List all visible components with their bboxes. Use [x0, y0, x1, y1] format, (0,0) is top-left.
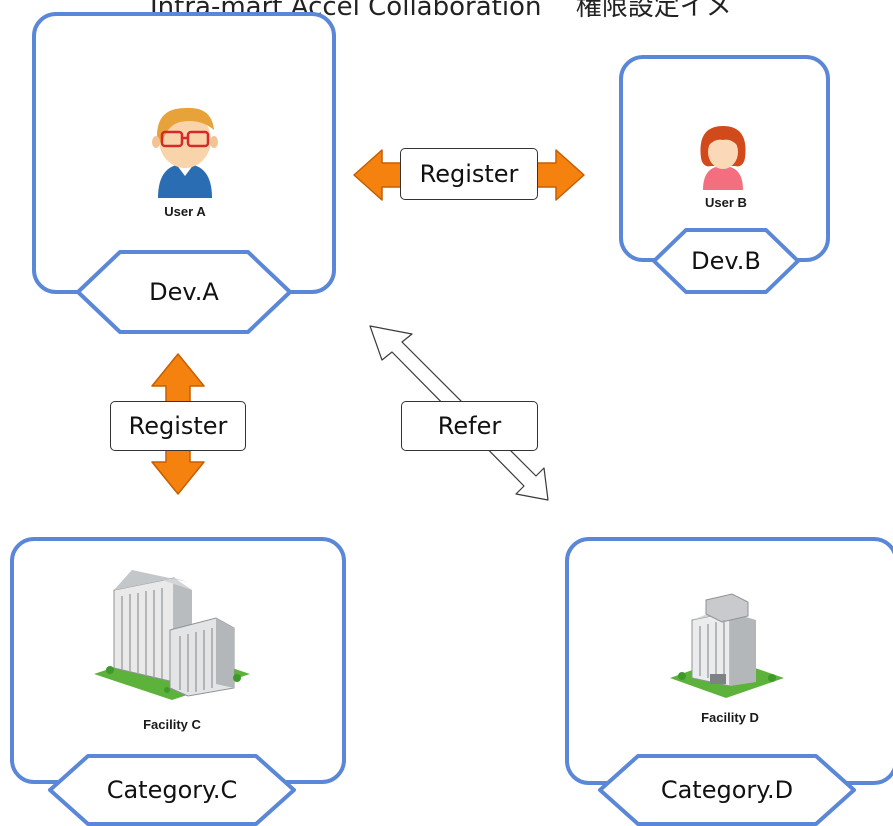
user-male-glasses-icon: [152, 107, 218, 198]
tag-category-c-label: Category.C: [106, 776, 238, 804]
tag-dev-a-label: Dev.A: [149, 278, 219, 306]
tag-category-d-label: Category.D: [660, 776, 794, 804]
office-building-large-icon: [94, 570, 250, 700]
office-building-small-icon: [670, 593, 784, 698]
tag-dev-a: Dev.A: [76, 250, 292, 334]
hexagon-shape: [652, 228, 800, 294]
relation-register-dev-b-label: Register: [400, 148, 538, 200]
tag-dev-b: Dev.B: [652, 228, 800, 294]
user-b-label: User B: [705, 195, 747, 210]
tag-category-d: Category.D: [598, 754, 856, 826]
tag-dev-b-label: Dev.B: [691, 247, 761, 275]
relation-register-category-c-label: Register: [110, 401, 246, 451]
user-female-icon: [700, 126, 746, 190]
user-a-label: User A: [164, 204, 206, 219]
tag-category-c: Category.C: [48, 754, 296, 826]
facility-c-label: Facility C: [143, 717, 201, 732]
relation-refer-category-d-label: Refer: [401, 401, 538, 451]
facility-d-label: Facility D: [701, 710, 759, 725]
hexagon-shape: [76, 250, 292, 334]
